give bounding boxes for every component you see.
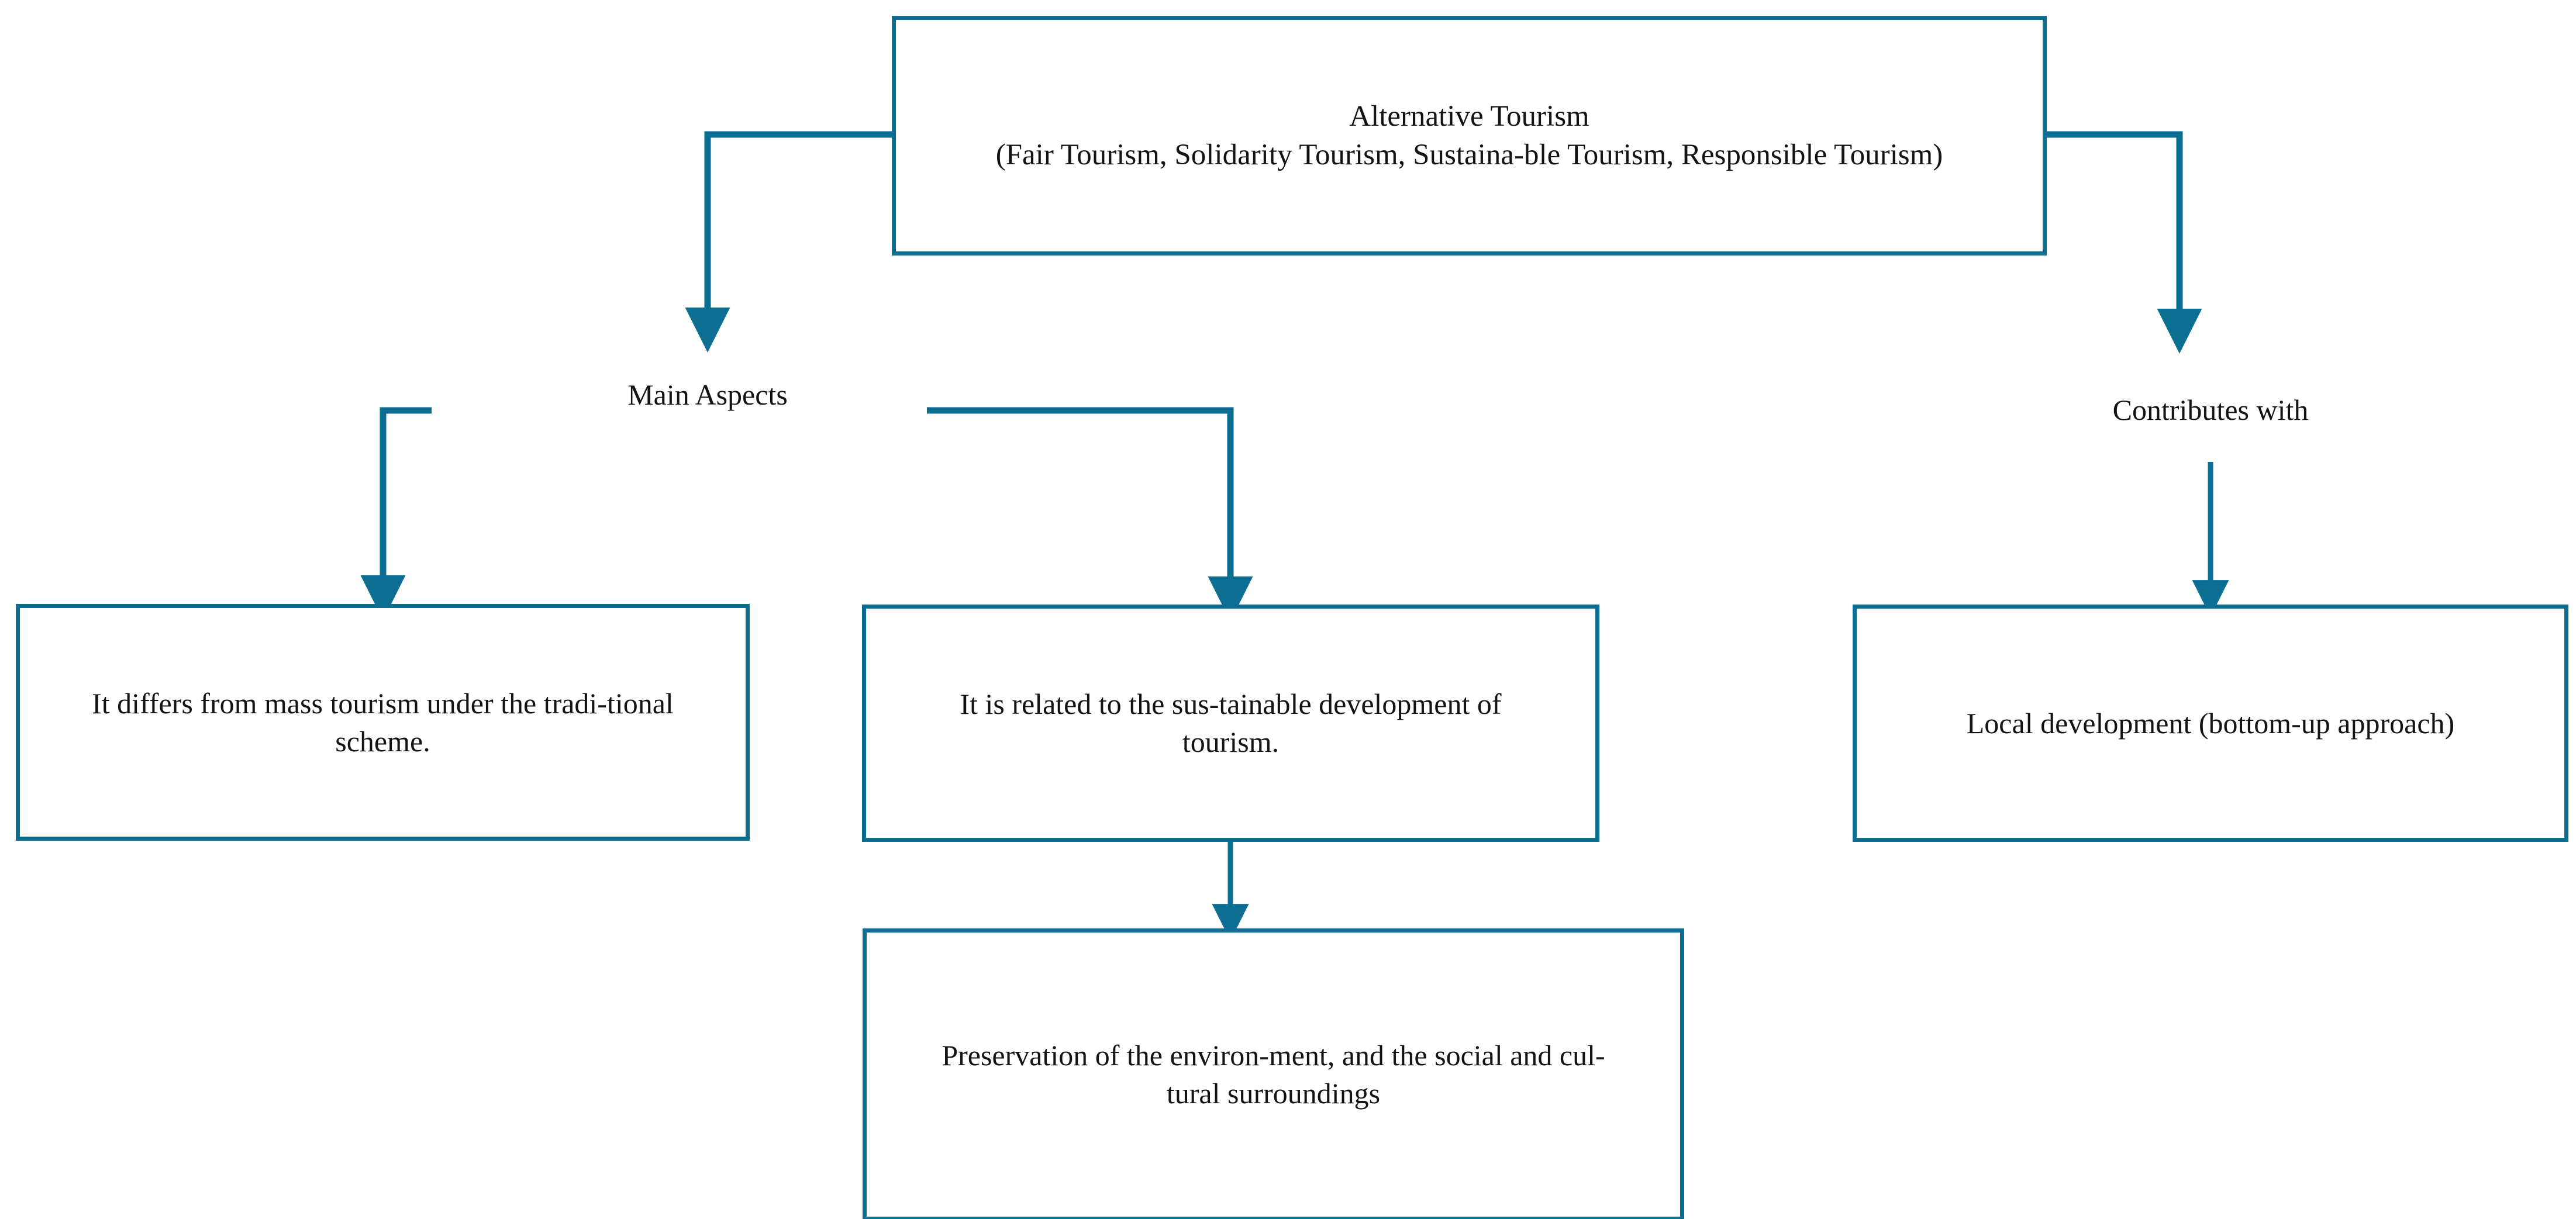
node-preservation-environment-label: Preservation of the environ-ment, and th… [942,1039,1605,1110]
edge-root-to-contributes-with [2047,131,2202,354]
edge-root-to-main-aspects [685,131,892,353]
edge-main-aspects-to-differs [360,407,432,620]
edge-label-main-aspects-text: Main Aspects [627,378,788,411]
node-alternative-tourism-label: Alternative Tourism (Fair Tourism, Solid… [995,99,1943,171]
edge-label-contributes-with-text: Contributes with [2112,393,2309,426]
edge-main-aspects-to-sustainable [927,407,1253,621]
node-local-development-label: Local development (bottom-up approach) [1966,706,2455,740]
node-differs-from-mass-tourism-label: It differs from mass tourism under the t… [92,686,674,758]
node-differs-from-mass-tourism[interactable]: It differs from mass tourism under the t… [16,604,750,841]
node-preservation-environment[interactable]: Preservation of the environ-ment, and th… [863,928,1684,1219]
node-alternative-tourism[interactable]: Alternative Tourism (Fair Tourism, Solid… [892,16,2047,255]
node-sustainable-development-label: It is related to the sus-tainable develo… [960,688,1502,758]
node-sustainable-development[interactable]: It is related to the sus-tainable develo… [862,605,1599,842]
edge-label-contributes-with: Contributes with [2113,393,2309,427]
edge-label-main-aspects: Main Aspects [627,378,788,412]
node-local-development[interactable]: Local development (bottom-up approach) [1853,605,2568,842]
